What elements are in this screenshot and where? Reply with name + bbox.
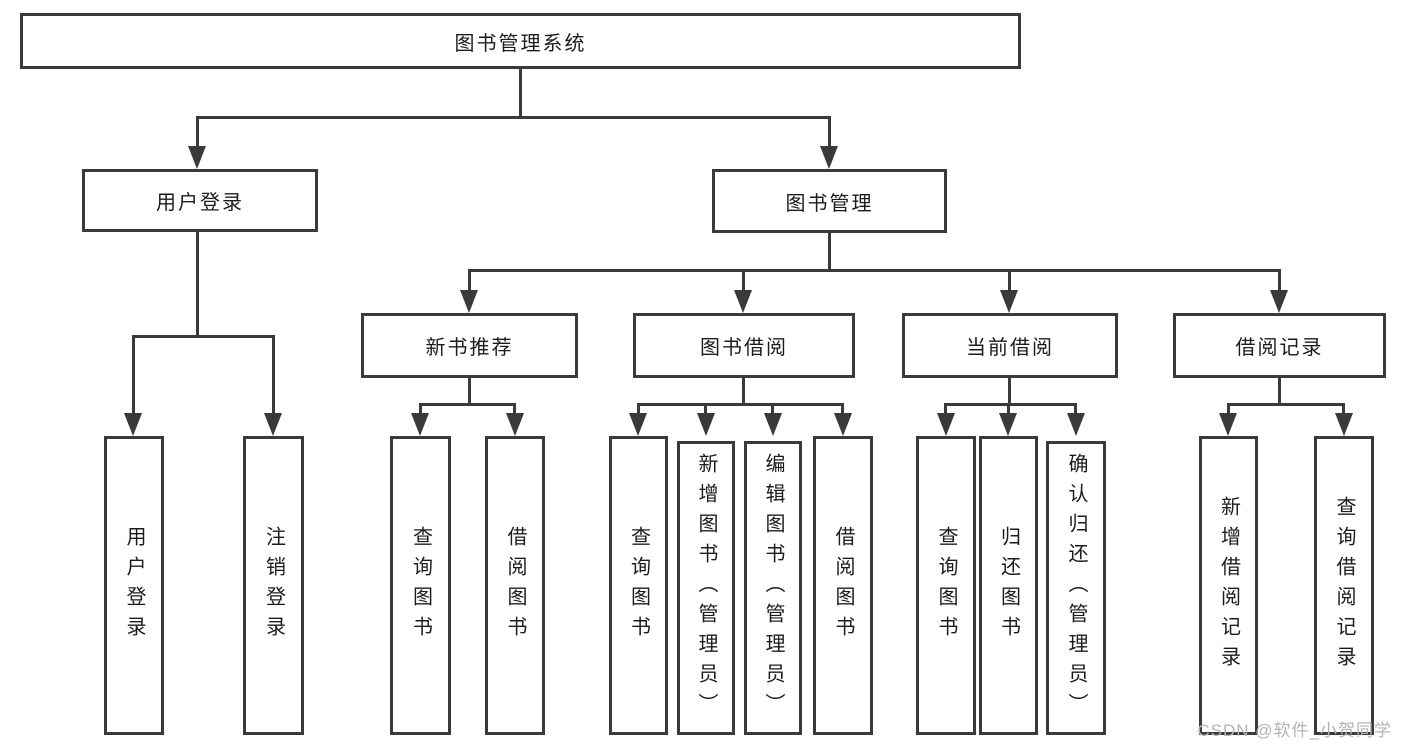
leaf-confirm-return-admin-label: 确认归还（管理员） bbox=[1065, 453, 1087, 723]
connector-leaf-drop bbox=[272, 335, 275, 415]
node-new-book-recommend-label: 新书推荐 bbox=[425, 337, 514, 359]
node-book-borrow-label: 图书借阅 bbox=[700, 337, 788, 359]
leaf-borrow-books-recommend: 借阅图书 bbox=[485, 436, 545, 735]
leaf-borrow-books: 借阅图书 bbox=[813, 436, 873, 735]
leaf-add-book-admin: 新增图书（管理员） bbox=[677, 441, 735, 735]
connector-leaf-drop bbox=[637, 403, 640, 415]
node-borrow-records-label: 借阅记录 bbox=[1235, 337, 1324, 359]
arrow-down-icon bbox=[411, 413, 429, 436]
node-root-label: 图书管理系统 bbox=[454, 32, 587, 55]
node-borrow-records: 借阅记录 bbox=[1173, 313, 1386, 378]
connector-leaf-drop bbox=[1342, 403, 1345, 415]
node-book-borrow: 图书借阅 bbox=[633, 313, 855, 378]
connector-leaf-drop bbox=[132, 335, 135, 415]
connector-br-hline bbox=[1227, 403, 1345, 406]
connector-leaf-drop bbox=[1007, 403, 1010, 415]
node-book-management-label: 图书管理 bbox=[785, 192, 874, 215]
connector-book-mgmt-stem bbox=[828, 233, 831, 271]
leaf-user-login: 用户登录 bbox=[104, 436, 164, 735]
arrow-down-icon bbox=[834, 413, 852, 436]
connector-l3-drop bbox=[742, 269, 745, 291]
leaf-add-borrow-record: 新增借阅记录 bbox=[1199, 436, 1258, 735]
leaf-query-books-borrow: 查询图书 bbox=[609, 436, 668, 735]
leaf-query-books-borrow-label: 查询图书 bbox=[627, 525, 650, 646]
arrow-down-icon bbox=[1000, 290, 1018, 313]
arrow-down-icon bbox=[506, 413, 524, 436]
leaf-logout-label: 注销登录 bbox=[262, 525, 285, 646]
arrow-down-icon bbox=[629, 413, 647, 436]
arrow-down-icon bbox=[999, 413, 1017, 436]
node-book-management: 图书管理 bbox=[712, 169, 947, 233]
arrow-down-icon bbox=[734, 290, 752, 313]
arrow-down-icon bbox=[1219, 413, 1237, 436]
leaf-query-books-current: 查询图书 bbox=[916, 436, 976, 735]
connector-cb-hline bbox=[944, 403, 1077, 406]
arrow-down-icon bbox=[697, 413, 715, 436]
arrow-down-icon bbox=[1270, 290, 1288, 313]
node-new-book-recommend: 新书推荐 bbox=[361, 313, 578, 378]
leaf-query-borrow-record-label: 查询借阅记录 bbox=[1333, 495, 1355, 676]
node-root: 图书管理系统 bbox=[20, 13, 1021, 69]
connector-l3-drop bbox=[468, 269, 471, 291]
connector-root-stem bbox=[519, 68, 522, 117]
connector-user-login-hline bbox=[132, 335, 275, 338]
arrow-down-icon bbox=[264, 413, 282, 436]
leaf-edit-book-admin: 编辑图书（管理员） bbox=[744, 441, 802, 735]
arrow-down-icon bbox=[460, 290, 478, 313]
leaf-edit-book-admin-label: 编辑图书（管理员） bbox=[762, 453, 784, 723]
watermark-text: CSDN @软件_小贺同学 bbox=[1197, 721, 1392, 740]
connector-leaf-drop bbox=[513, 403, 516, 415]
node-user-login: 用户登录 bbox=[82, 169, 318, 232]
leaf-borrow-books-label: 借阅图书 bbox=[832, 525, 854, 646]
connector-leaf-drop bbox=[419, 403, 422, 415]
connector-cb-stem bbox=[1008, 378, 1011, 405]
connector-leaf-drop bbox=[1074, 403, 1077, 415]
arrow-down-icon bbox=[124, 413, 142, 436]
arrow-down-icon bbox=[764, 413, 782, 436]
connector-nbr-hline bbox=[419, 403, 516, 406]
leaf-add-borrow-record-label: 新增借阅记录 bbox=[1217, 495, 1240, 676]
arrow-down-icon bbox=[937, 413, 955, 436]
leaf-return-book-label: 归还图书 bbox=[997, 525, 1020, 646]
arrow-down-icon bbox=[188, 146, 206, 169]
connector-l3-drop bbox=[1008, 269, 1011, 291]
connector-level3-hline bbox=[468, 269, 1281, 272]
connector-book-mgmt-drop bbox=[828, 116, 831, 149]
connector-leaf-drop bbox=[1227, 403, 1230, 415]
leaf-query-books-recommend-label: 查询图书 bbox=[409, 525, 432, 646]
leaf-logout: 注销登录 bbox=[243, 436, 304, 735]
leaf-borrow-books-recommend-label: 借阅图书 bbox=[504, 525, 526, 646]
arrow-down-icon bbox=[820, 146, 838, 169]
arrow-down-icon bbox=[1067, 413, 1085, 436]
connector-leaf-drop bbox=[944, 403, 947, 415]
connector-l3-drop bbox=[1278, 269, 1281, 291]
arrow-down-icon bbox=[1335, 413, 1353, 436]
connector-level1-hline bbox=[196, 116, 831, 119]
leaf-return-book: 归还图书 bbox=[979, 436, 1038, 735]
leaf-query-books-recommend: 查询图书 bbox=[390, 436, 451, 735]
node-user-login-label: 用户登录 bbox=[156, 192, 244, 214]
connector-leaf-drop bbox=[704, 403, 707, 415]
leaf-user-login-label: 用户登录 bbox=[123, 525, 145, 646]
connector-nbr-stem bbox=[468, 378, 471, 405]
connector-user-login-drop bbox=[196, 116, 199, 149]
connector-bb-hline bbox=[637, 403, 844, 406]
leaf-query-borrow-record: 查询借阅记录 bbox=[1314, 436, 1374, 735]
connector-bb-stem bbox=[742, 378, 745, 405]
node-current-borrow: 当前借阅 bbox=[902, 313, 1118, 378]
leaf-query-books-current-label: 查询图书 bbox=[935, 525, 957, 646]
connector-user-login-stem bbox=[196, 232, 199, 336]
leaf-confirm-return-admin: 确认归还（管理员） bbox=[1046, 441, 1106, 735]
connector-leaf-drop bbox=[841, 403, 844, 415]
connector-leaf-drop bbox=[771, 403, 774, 415]
leaf-add-book-admin-label: 新增图书（管理员） bbox=[695, 453, 717, 723]
connector-br-stem bbox=[1278, 378, 1281, 405]
node-current-borrow-label: 当前借阅 bbox=[966, 337, 1054, 359]
